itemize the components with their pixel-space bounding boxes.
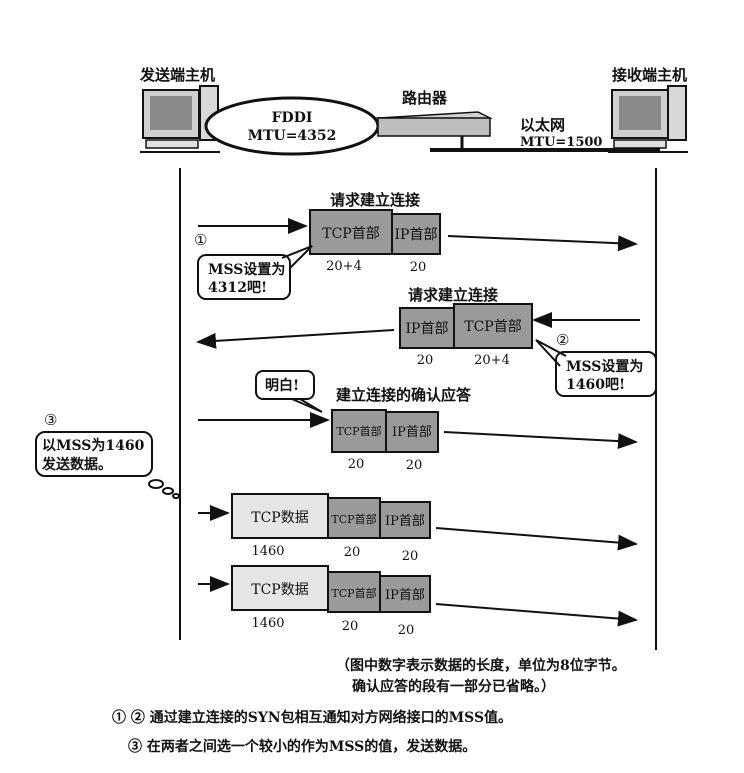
step3-bubble-text: 明白!: [265, 377, 299, 394]
receiver-label: 接收端主机: [612, 66, 687, 84]
step4-bubble-line1: 以MSS为1460: [42, 437, 145, 454]
data2-arrow-out: [435, 603, 638, 627]
data1-arrow-out: [435, 527, 638, 551]
data2-tcp-text: TCP首部: [331, 586, 376, 600]
receiver-computer-icon: [608, 85, 688, 153]
step4-marker: ③: [44, 411, 57, 429]
step2-bubble-line2: 1460吧!: [566, 377, 625, 393]
data2-data-size: 1460: [251, 616, 284, 631]
note-line1: （图中数字表示数据的长度，单位为8位字节。: [336, 657, 626, 674]
data2-tcp-header: [327, 571, 381, 613]
step3-tcp-header: [331, 409, 387, 453]
sender-computer-icon: [140, 85, 220, 153]
step1-tcp-text: TCP首部: [322, 226, 379, 242]
step2-tcp-header: [453, 303, 533, 349]
step2-arrow-out: [196, 329, 395, 349]
sender-label: 发送端主机: [139, 66, 215, 84]
step2-marker: ②: [556, 331, 569, 349]
data2-data-text: TCP数据: [251, 582, 308, 598]
step2-bubble: [535, 339, 657, 397]
data1-ip-header: [379, 501, 431, 539]
fddi-mtu-label: MTU=4352: [248, 128, 337, 144]
step3-arrow-out: [443, 431, 638, 450]
step2-title: 请求建立连接: [408, 286, 498, 304]
data2-ip-size: 20: [398, 623, 415, 638]
ethernet-label: 以太网: [520, 116, 565, 134]
step4-bubble: [35, 431, 153, 477]
step1-ip-header: [391, 213, 441, 255]
data2-tcp-data: [231, 565, 329, 611]
data1-tcp-text: TCP首部: [331, 512, 376, 526]
data1-data-text: TCP数据: [251, 510, 308, 526]
step1-ip-size: 20: [410, 260, 427, 275]
data1-data-size: 1460: [251, 544, 284, 559]
router-label: 路由器: [402, 89, 448, 107]
step1-ip-text: IP首部: [395, 227, 438, 243]
thought-dot-1: [148, 479, 164, 489]
fddi-label: FDDI: [272, 110, 313, 126]
thought-dot-3: [172, 493, 180, 499]
data1-tcp-header: [327, 497, 381, 539]
step3-ip-size: 20: [406, 458, 423, 473]
step3-ip-text: IP首部: [392, 425, 432, 440]
fddi-ring: [204, 96, 380, 156]
data2-ip-header: [379, 575, 431, 613]
step2-tcp-text: TCP首部: [464, 319, 521, 335]
step3-title: 建立连接的确认应答: [336, 386, 472, 404]
step3-tcp-text: TCP首部: [336, 424, 381, 438]
data1-ip-text: IP首部: [385, 514, 425, 529]
data1-ip-size: 20: [402, 549, 419, 564]
step1-marker: ①: [194, 231, 207, 249]
data1-tcp-size: 20: [344, 545, 361, 560]
step2-ip-size: 20: [417, 353, 434, 368]
step1-title: 请求建立连接: [330, 191, 420, 209]
step4-bubble-line2: 发送数据。: [41, 456, 112, 473]
data2-ip-text: IP首部: [385, 588, 425, 603]
ethernet-mtu-label: MTU=1500: [520, 135, 602, 150]
step2-bubble-line1: MSS设置为: [566, 358, 643, 375]
step2-tcp-size: 20+4: [474, 353, 510, 368]
data2-tcp-size: 20: [342, 619, 359, 634]
step1-tcp-size: 20+4: [326, 259, 362, 274]
thought-dot-2: [162, 487, 174, 495]
step3-ip-header: [385, 411, 439, 453]
step1-bubble-line1: MSS设置为: [208, 261, 285, 278]
step1-bubble-line2: 4312吧!: [208, 280, 267, 296]
step2-ip-text: IP首部: [406, 321, 449, 337]
step1-bubble: [197, 245, 313, 300]
caption-line2: ③ 在两者之间选一个较小的作为MSS的值，发送数据。: [128, 738, 476, 755]
step3-tcp-size: 20: [348, 457, 365, 472]
caption-line1: ① ② 通过建立连接的SYN包相互通知对方网络接口的MSS值。: [112, 709, 512, 726]
router-icon: [375, 111, 493, 150]
step1-arrow-out: [447, 235, 638, 252]
note-line2: 确认应答的段有一部分已省略。）: [352, 678, 555, 695]
